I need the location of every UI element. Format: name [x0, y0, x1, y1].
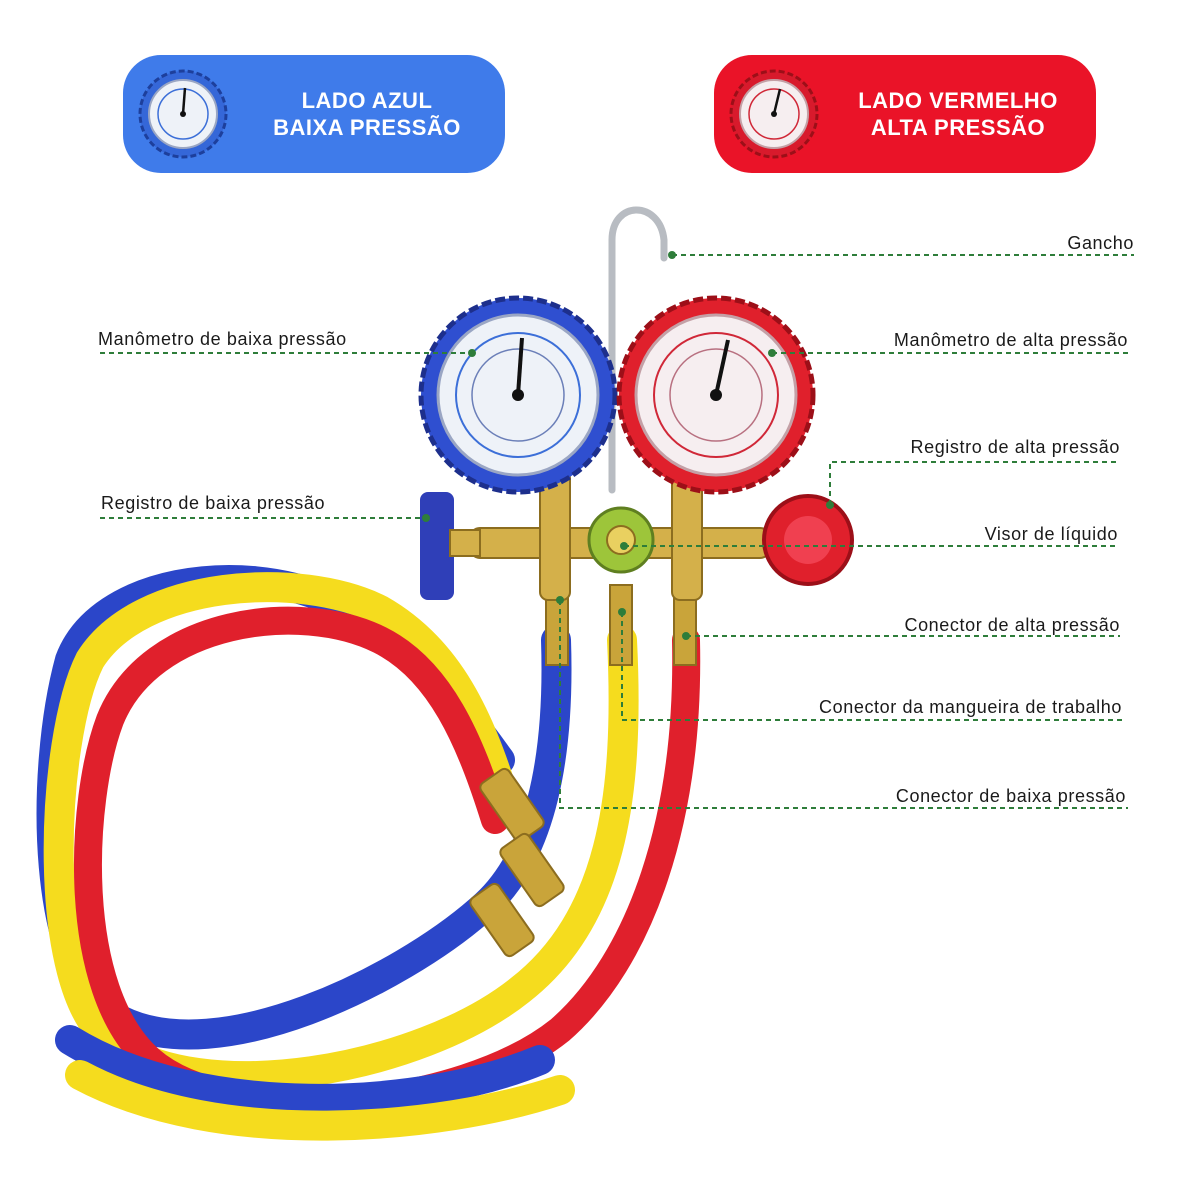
high-side-line1: LADO VERMELHO — [858, 88, 1058, 113]
label-gancho: Gancho — [1067, 233, 1134, 253]
low-pressure-gauge-icon — [138, 69, 228, 159]
hoses — [36, 565, 701, 1141]
high-pressure-valve-knob — [762, 494, 854, 586]
label-visor: Visor de líquido — [984, 524, 1118, 544]
high-pressure-gauge-icon — [729, 69, 819, 159]
high-side-line2: ALTA PRESSÃO — [870, 115, 1046, 140]
leader-conector-trabalho — [621, 612, 1122, 721]
low-side-line1: LADO AZUL — [301, 88, 433, 113]
low-pressure-gauge — [418, 295, 618, 495]
label-conector-baixa: Conector de baixa pressão — [895, 786, 1126, 806]
label-conector-alta: Conector de alta pressão — [904, 615, 1120, 635]
high-side-badge: LADO VERMELHO ALTA PRESSÃO — [714, 55, 1096, 173]
label-registro-alta: Registro de alta pressão — [910, 437, 1120, 457]
red-hose — [74, 606, 701, 1117]
hook — [608, 206, 668, 494]
yellow-hose-lower — [65, 1060, 575, 1141]
leader-registro-alta — [829, 461, 1118, 505]
label-registro-baixa: Registro de baixa pressão — [101, 493, 326, 513]
blue-hose-lower — [55, 1025, 555, 1114]
label-manometro-alta: Manômetro de alta pressão — [893, 330, 1128, 350]
leader-conector-baixa — [559, 600, 1128, 809]
yellow-hose — [43, 572, 639, 1092]
leader-lines — [100, 254, 1134, 809]
high-side-badge-text: LADO VERMELHO ALTA PRESSÃO — [820, 87, 1096, 141]
low-side-badge: LADO AZUL BAIXA PRESSÃO — [123, 55, 505, 173]
label-conector-trabalho: Conector da mangueira de trabalho — [819, 697, 1122, 717]
leader-dots — [422, 251, 834, 640]
hose-fittings — [469, 767, 565, 958]
low-side-line2: BAIXA PRESSÃO — [273, 115, 461, 140]
label-manometro-baixa: Manômetro de baixa pressão — [98, 329, 347, 349]
low-side-badge-text: LADO AZUL BAIXA PRESSÃO — [229, 87, 505, 141]
low-pressure-valve-knob — [420, 492, 481, 600]
high-pressure-gauge — [616, 295, 816, 495]
connector-stubs — [545, 584, 697, 666]
